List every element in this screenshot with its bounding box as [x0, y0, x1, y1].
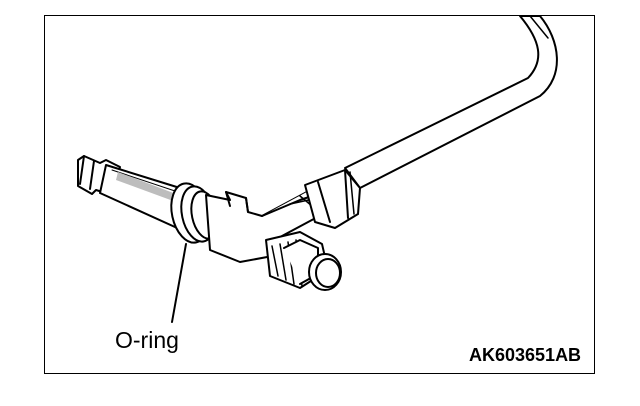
retainer-cap — [265, 231, 342, 291]
o-ring-label: O-ring — [115, 327, 179, 353]
fuel-pipe — [344, 15, 558, 189]
o-ring-leader-line — [171, 243, 187, 323]
quick-connector-body — [77, 155, 187, 233]
union-nut — [304, 169, 361, 229]
figure-code: AK603651AB — [469, 345, 582, 365]
